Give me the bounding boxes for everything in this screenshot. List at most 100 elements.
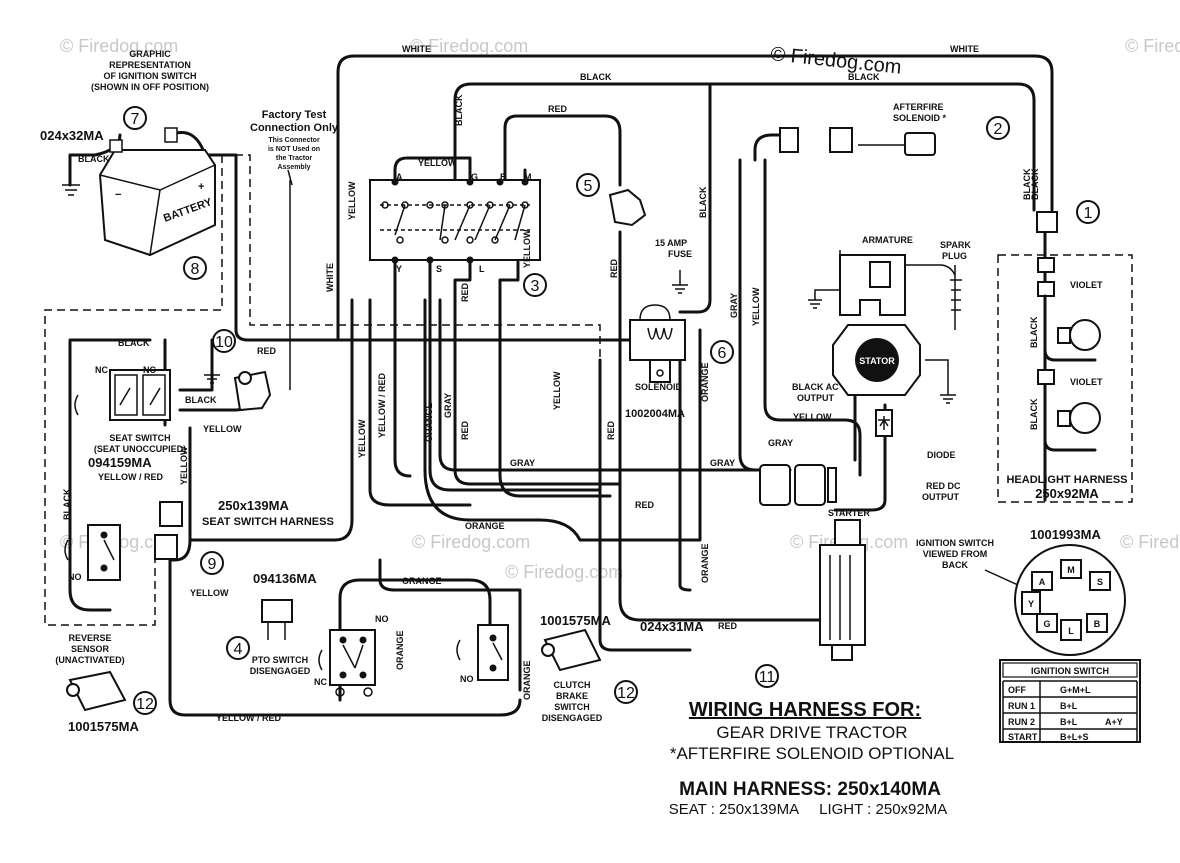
wire-label: YELLOW [190, 588, 229, 598]
pto-switch-label: DISENGAGED [250, 666, 311, 676]
table-cell: RUN 2 [1008, 717, 1035, 727]
black-ac-label: OUTPUT [797, 393, 835, 403]
table-cell: OFF [1008, 685, 1026, 695]
cable-part-label: 024x31MA [640, 619, 704, 634]
callout-12: 12 [617, 685, 635, 702]
callout-4: 4 [234, 641, 243, 658]
battery-plus-icon: + [198, 181, 204, 193]
fuse-label: 15 AMP [655, 238, 687, 248]
terminal-m-label: M [524, 172, 532, 182]
wire-label: YELLOW [203, 424, 242, 434]
callout-2: 2 [994, 121, 1003, 138]
clutch-label: CLUTCH [554, 680, 591, 690]
graphic-rep-line: GRAPHIC [129, 49, 171, 59]
table-cell: G+M+L [1060, 685, 1091, 695]
terminal-g-label: G [471, 172, 478, 182]
wire-label: BLACK [848, 72, 880, 82]
title-gear-drive: GEAR DRIVE TRACTOR [716, 723, 907, 742]
ign-viewed-label: BACK [942, 560, 968, 570]
table-cell: B+L [1060, 701, 1078, 711]
clutch-label: SWITCH [554, 702, 590, 712]
wire-label: BLACK [118, 338, 150, 348]
wire-label: RED [718, 621, 738, 631]
ign-s-label: S [1097, 577, 1103, 587]
sensor-left [66, 670, 127, 712]
wire-labels: WHITE WHITE BLACK BLACK BLACK RED YELLOW… [62, 44, 1103, 723]
graphic-rep-line: OF IGNITION SWITCH [104, 71, 197, 81]
ign-b-label: B [1094, 619, 1101, 629]
wire-label: BLACK [1022, 168, 1032, 200]
wire-label: ORANGE [700, 362, 710, 402]
title-afterfire: *AFTERFIRE SOLENOID OPTIONAL [670, 744, 954, 763]
nc-label-2: NC [143, 365, 156, 375]
part-094136-label: 094136MA [253, 571, 317, 586]
part-1001575-left-label: 1001575MA [68, 719, 139, 734]
ign-viewed-label: VIEWED FROM [923, 549, 988, 559]
wire-label: BLACK [1029, 316, 1039, 348]
afterfire-label: AFTERFIRE [893, 102, 944, 112]
table-cell: START [1008, 732, 1038, 742]
factory-note-line: is NOT Used on [268, 146, 320, 153]
red-dc-label: OUTPUT [922, 492, 960, 502]
engine-ignition: STATOR [832, 254, 962, 437]
callout-6: 6 [718, 345, 727, 362]
ign-viewed-label: IGNITION SWITCH [916, 538, 994, 548]
starter-label: STARTER [828, 508, 870, 518]
red-dc-label: RED DC [926, 481, 961, 491]
wire-label: RED [460, 282, 470, 302]
no-seat-label: NO [68, 572, 82, 582]
wire-label: RED [548, 104, 568, 114]
diode-label: DIODE [927, 450, 956, 460]
engine-connectors [759, 127, 936, 506]
factory-note-line: This Connector [268, 137, 320, 144]
wire-label: YELLOW [751, 287, 761, 326]
wire-label: WHITE [950, 44, 979, 54]
wire-label: GRAY [768, 438, 793, 448]
wire-label: RED [635, 500, 655, 510]
ignition-switch-graphic: A G B M Y S L [369, 172, 541, 274]
pto-switch [318, 629, 376, 697]
seat-harness-part-label: 250x139MA [218, 498, 289, 513]
callout-8: 8 [191, 261, 200, 278]
seat-harness-connector [159, 501, 183, 527]
afterfire-label: SOLENOID * [893, 113, 947, 123]
battery-minus-icon: − [115, 189, 121, 201]
factory-note-line: Assembly [277, 164, 310, 171]
terminal-s-label: S [436, 264, 442, 274]
wire-label: YELLOW / RED [377, 373, 387, 439]
headlight-part-label: 250x92MA [1035, 486, 1099, 501]
wire-label: BLACK [62, 488, 72, 520]
reverse-sensor-label: REVERSE [68, 633, 111, 643]
fuse-label: FUSE [668, 249, 692, 259]
callout-1: 1 [1084, 205, 1093, 222]
callout-10: 10 [215, 334, 233, 351]
graphic-rep-line: (SHOWN IN OFF POSITION) [91, 82, 209, 92]
wire-label: BLACK [698, 186, 708, 218]
clutch-brake-switch [456, 624, 509, 681]
solenoid [629, 304, 686, 383]
seat-switch-part-label: 094159MA [88, 455, 152, 470]
copyright-text: © Firedog.com [769, 43, 902, 79]
callout-12: 12 [136, 696, 154, 713]
wire-label: GRAY [510, 458, 535, 468]
seat-harness-connector-2 [154, 534, 178, 560]
wire-label: ORANGE [424, 402, 434, 442]
wire-label: YELLOW [357, 419, 367, 458]
wire-label: WHITE [325, 263, 335, 292]
nc-label-1: NC [95, 365, 108, 375]
table-cell: A+Y [1105, 717, 1123, 727]
watermark: © Firedog.com [1120, 532, 1180, 552]
component-labels: GRAPHIC REPRESENTATION OF IGNITION SWITC… [40, 49, 1128, 734]
wire-label: ORANGE [402, 576, 442, 586]
ign-g-label: G [1043, 619, 1050, 629]
no-pto-label: NO [375, 614, 389, 624]
wires [62, 54, 1054, 717]
wire-label: YELLOW [522, 229, 532, 268]
clutch-label: DISENGAGED [542, 713, 603, 723]
battery-part-label: 024x32MA [40, 128, 104, 143]
wire-label: BLACK [78, 154, 110, 164]
wire-label: VIOLET [1070, 280, 1103, 290]
ign-l-label: L [1068, 626, 1074, 636]
pto-connector [261, 599, 293, 640]
seat-switch: NC NC [74, 365, 171, 421]
